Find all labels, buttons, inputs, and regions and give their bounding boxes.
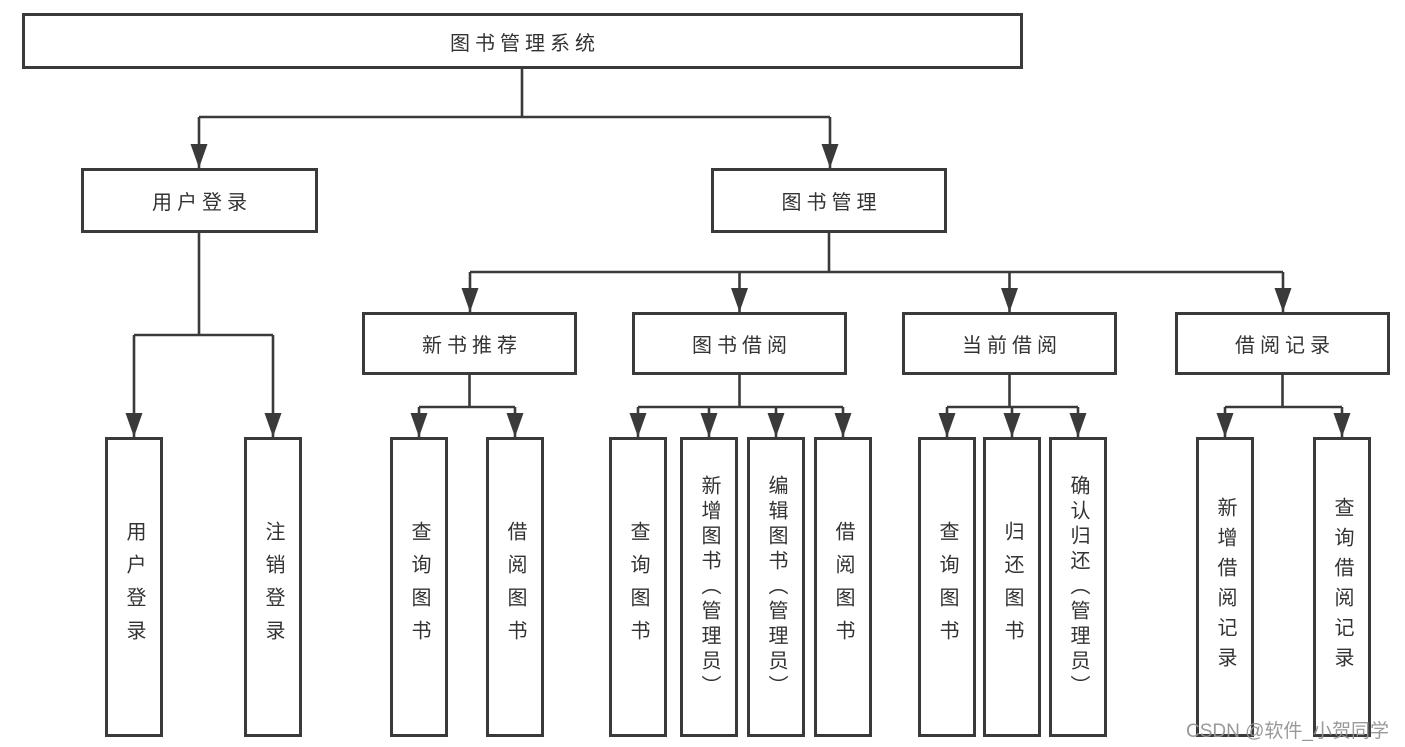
leaf-user-login: 用户登录 [105,437,163,737]
leaf-add-borrow-record: 新增借阅记录 [1196,437,1254,737]
node-book-management: 图书管理 [711,168,947,233]
leaf-user-login-label: 用户登录 [123,521,145,653]
leaf-return-book-label: 归还图书 [1001,521,1023,653]
leaf-return-book: 归还图书 [983,437,1041,737]
node-library-management-system: 图书管理系统 [22,13,1023,69]
node-new-book-recommend: 新书推荐 [362,312,577,375]
leaf-query-book-borrow-label: 查询图书 [627,521,649,653]
leaf-logout: 注销登录 [244,437,302,737]
node-borrow-record-label: 借阅记录 [1235,335,1335,357]
leaf-query-book-recommend-label: 查询图书 [408,521,430,653]
node-user-login-label: 用户登录 [152,192,252,214]
node-user-login: 用户登录 [81,168,318,233]
node-book-management-label: 图书管理 [781,192,882,214]
leaf-borrow-book-label: 借阅图书 [832,521,854,653]
leaf-edit-book-admin-label: 编辑图书（管理员） [765,474,787,700]
leaf-add-borrow-record-label: 新增借阅记录 [1214,497,1236,677]
node-current-borrow-label: 当前借阅 [962,335,1062,357]
node-book-borrow: 图书借阅 [632,312,847,375]
watermark-text: CSDN @软件_小贺同学 [1186,721,1389,742]
leaf-add-book-admin-label: 新增图书（管理员） [698,474,720,700]
leaf-query-book-borrow: 查询图书 [609,437,667,737]
leaf-confirm-return-admin: 确认归还（管理员） [1049,437,1107,737]
node-borrow-record: 借阅记录 [1175,312,1390,375]
node-new-book-recommend-label: 新书推荐 [422,335,522,357]
leaf-add-book-admin: 新增图书（管理员） [680,437,738,737]
node-current-borrow: 当前借阅 [902,312,1117,375]
leaf-logout-label: 注销登录 [262,521,284,653]
leaf-query-book-current-label: 查询图书 [936,521,958,653]
leaf-borrow-book: 借阅图书 [814,437,872,737]
leaf-query-book-current: 查询图书 [918,437,976,737]
leaf-query-borrow-record: 查询借阅记录 [1313,437,1371,737]
leaf-query-book-recommend: 查询图书 [390,437,448,737]
node-library-management-system-label: 图书管理系统 [450,32,600,55]
leaf-edit-book-admin: 编辑图书（管理员） [747,437,805,737]
leaf-borrow-book-recommend-label: 借阅图书 [504,521,526,653]
node-book-borrow-label: 图书借阅 [692,335,792,357]
leaf-confirm-return-admin-label: 确认归还（管理员） [1067,474,1089,700]
leaf-borrow-book-recommend: 借阅图书 [486,437,544,737]
leaf-query-borrow-record-label: 查询借阅记录 [1331,497,1353,677]
